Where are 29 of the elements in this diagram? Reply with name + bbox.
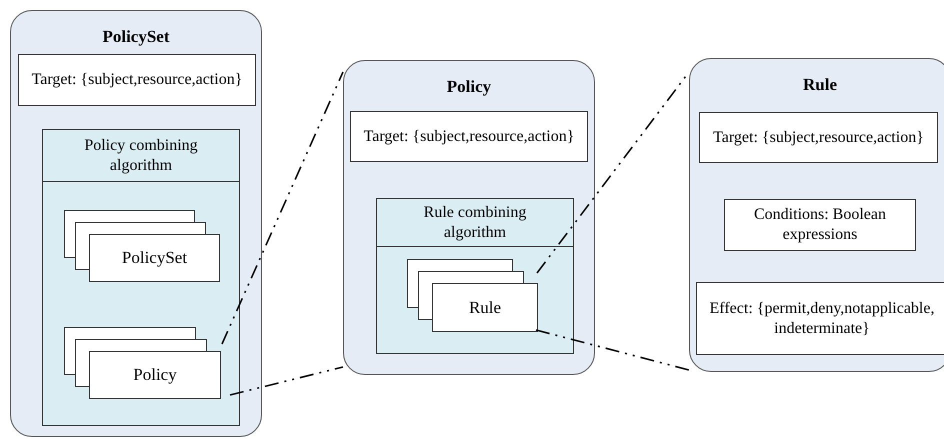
card-label: Policy [133,364,177,386]
rounded-panel [343,60,595,375]
algorithm-container [42,129,240,426]
leader-line [221,72,344,344]
attribute-box [350,111,588,162]
card-stack [64,210,220,282]
attribute-box [18,54,256,106]
algorithm-container [376,198,574,354]
card-label: Rule [468,296,502,319]
attribute-box [699,112,938,163]
attribute-box [696,282,944,355]
rounded-panel [689,58,944,372]
rounded-panel [10,10,262,437]
container-heading: Policy combining algorithm [83,136,199,176]
card-stack [64,327,221,399]
attribute-text: Target: {subject,resource,action} [713,128,924,148]
container-heading: Rule combining algorithm [422,202,528,242]
attribute-text: Target: {subject,resource,action} [32,70,242,90]
attribute-text: Effect: {permit,deny,notapplicable, indeterminate} [708,298,936,338]
panel-title: Rule [803,75,837,95]
panel-title: PolicySet [102,27,170,47]
attribute-text: Conditions: Boolean expressions [753,205,887,245]
leader-line [230,366,344,396]
attribute-box [724,199,916,251]
card-stack [407,259,538,332]
panel-title: Policy [446,77,492,97]
attribute-text: Target: {subject,resource,action} [364,126,574,146]
card-label: PolicySet [122,247,188,270]
leader-line [536,329,690,371]
